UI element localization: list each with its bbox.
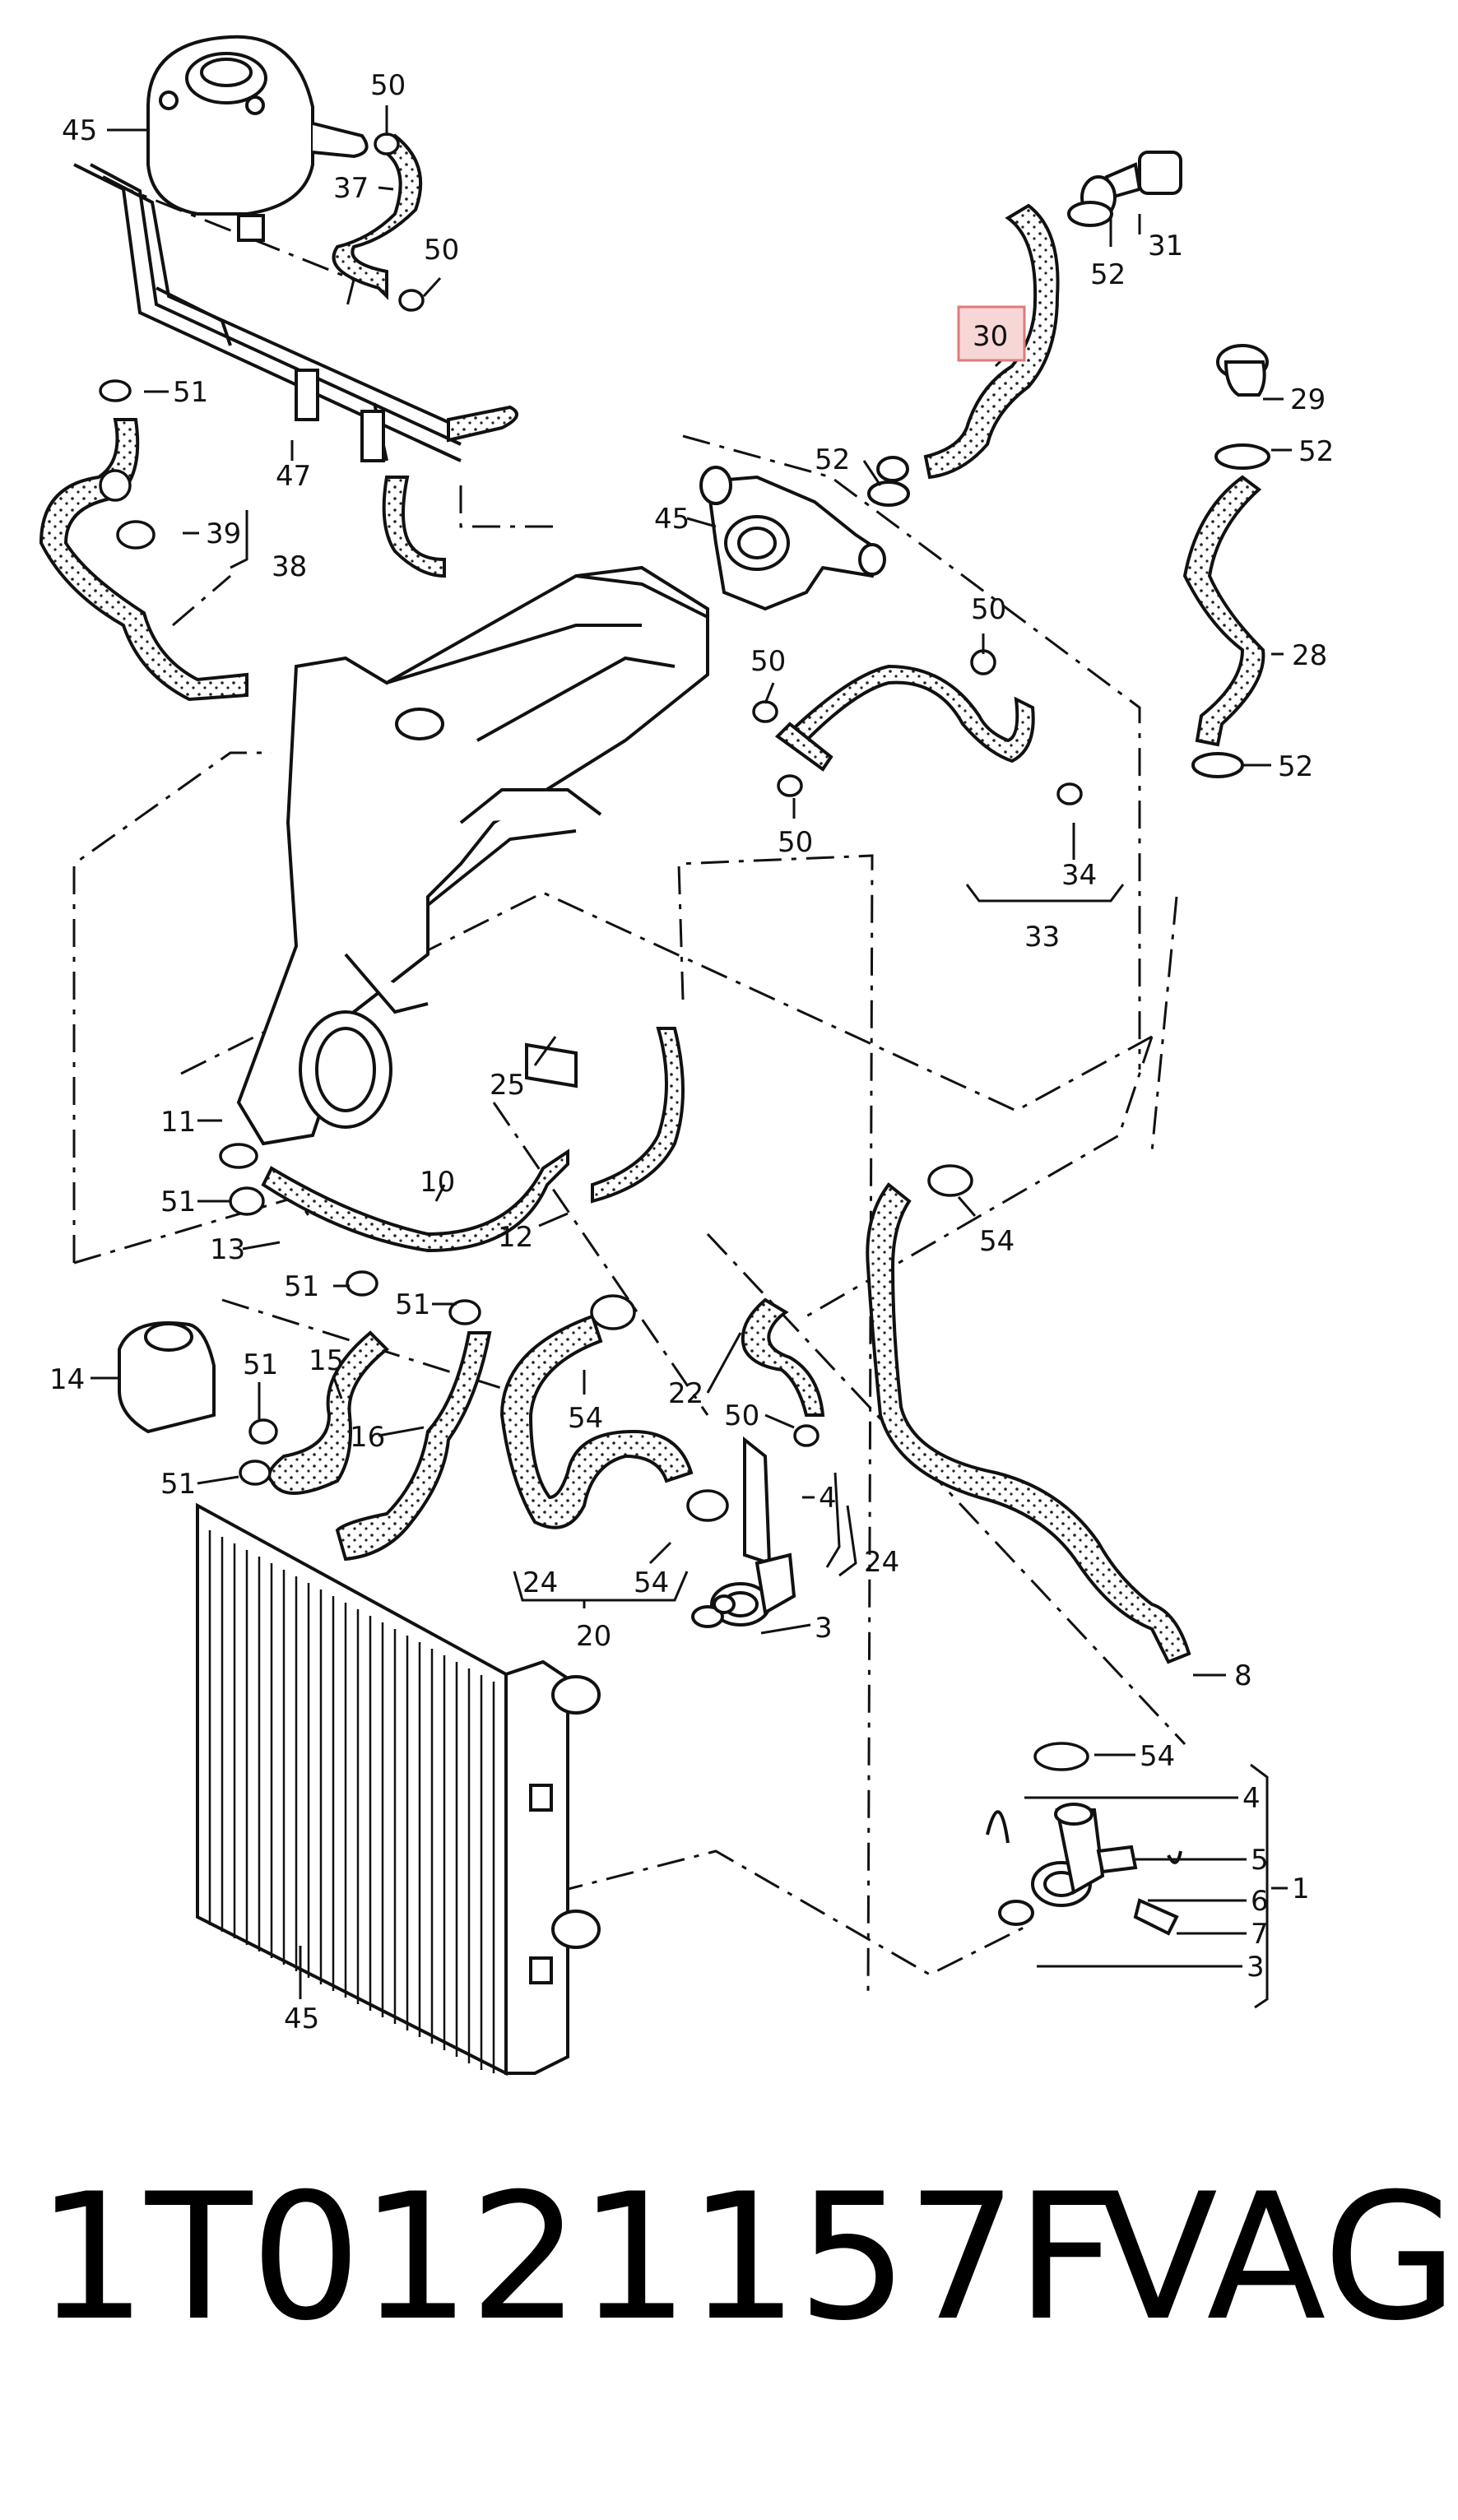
radiator <box>196 1502 601 2077</box>
label-50-b: 50 <box>424 234 459 267</box>
label-51-e: 51 <box>243 1348 278 1381</box>
label-13: 13 <box>210 1233 245 1266</box>
expansion-tank <box>146 35 369 242</box>
label-25: 25 <box>490 1069 525 1102</box>
label-14: 14 <box>49 1363 85 1396</box>
label-39: 39 <box>206 517 241 550</box>
label-50-f: 50 <box>724 1399 759 1432</box>
label-52-a: 52 <box>1090 258 1126 291</box>
label-3-a: 3 <box>815 1612 833 1645</box>
label-47: 47 <box>276 460 311 493</box>
label-45-bottom: 45 <box>284 2003 319 2035</box>
hoses <box>39 133 1265 1664</box>
part-number: 1T0121157F <box>36 2156 1116 2359</box>
brand-name: VAG <box>1098 2156 1458 2359</box>
label-leader-lines <box>91 105 1292 2009</box>
flange-24 <box>691 1436 796 1628</box>
label-37: 37 <box>333 172 369 205</box>
label-20: 20 <box>576 1620 611 1653</box>
label-34: 34 <box>1061 859 1097 892</box>
label-12: 12 <box>498 1221 533 1254</box>
engine-block <box>236 565 709 1146</box>
label-24-a: 24 <box>864 1546 899 1579</box>
coolant-reservoir-14 <box>118 1321 216 1434</box>
metal-pipes-47 <box>73 163 462 462</box>
label-7: 7 <box>1251 1918 1269 1951</box>
label-4-b: 4 <box>1242 1782 1261 1815</box>
label-54-c: 54 <box>634 1566 669 1599</box>
label-22: 22 <box>668 1377 703 1410</box>
label-51-d: 51 <box>395 1288 430 1321</box>
label-31: 31 <box>1148 230 1183 262</box>
label-3-b: 3 <box>1247 1951 1265 1984</box>
flange-1 <box>986 1803 1182 1936</box>
label-30: 30 <box>973 320 1008 353</box>
label-51-a: 51 <box>173 376 208 409</box>
label-6: 6 <box>1251 1885 1269 1918</box>
label-54-d: 54 <box>1140 1740 1175 1773</box>
label-38: 38 <box>272 550 307 583</box>
hose-clamps <box>99 132 1089 1771</box>
label-52-c: 52 <box>815 443 850 476</box>
label-28: 28 <box>1292 639 1327 672</box>
label-1: 1 <box>1292 1873 1310 1905</box>
label-54-a: 54 <box>979 1225 1015 1258</box>
fittings-upper-right <box>699 151 1270 778</box>
label-8: 8 <box>1234 1659 1252 1692</box>
label-45-top: 45 <box>62 114 97 147</box>
label-51-f: 51 <box>160 1468 196 1501</box>
label-29: 29 <box>1290 383 1326 416</box>
label-45-mid: 45 <box>654 503 690 536</box>
label-10: 10 <box>420 1166 455 1199</box>
label-54-b: 54 <box>568 1402 603 1435</box>
part-labels: 45 50 37 50 51 47 39 38 31 52 30 29 52 5… <box>49 69 1334 2035</box>
label-33: 33 <box>1024 921 1060 954</box>
highlighted-part-box <box>957 305 1026 362</box>
label-50-c: 50 <box>971 593 1006 626</box>
label-51-b: 51 <box>160 1186 196 1218</box>
label-50-a: 50 <box>370 69 406 102</box>
label-15: 15 <box>309 1344 344 1377</box>
label-11: 11 <box>160 1106 196 1139</box>
label-4-a: 4 <box>819 1482 837 1515</box>
label-50-d: 50 <box>750 645 786 678</box>
label-52-b: 52 <box>1298 435 1334 468</box>
label-51-c: 51 <box>284 1270 319 1303</box>
label-52-d: 52 <box>1278 750 1313 783</box>
label-50-e: 50 <box>778 826 813 859</box>
label-16: 16 <box>350 1421 385 1454</box>
label-24-b: 24 <box>522 1566 558 1599</box>
label-5: 5 <box>1251 1844 1269 1877</box>
